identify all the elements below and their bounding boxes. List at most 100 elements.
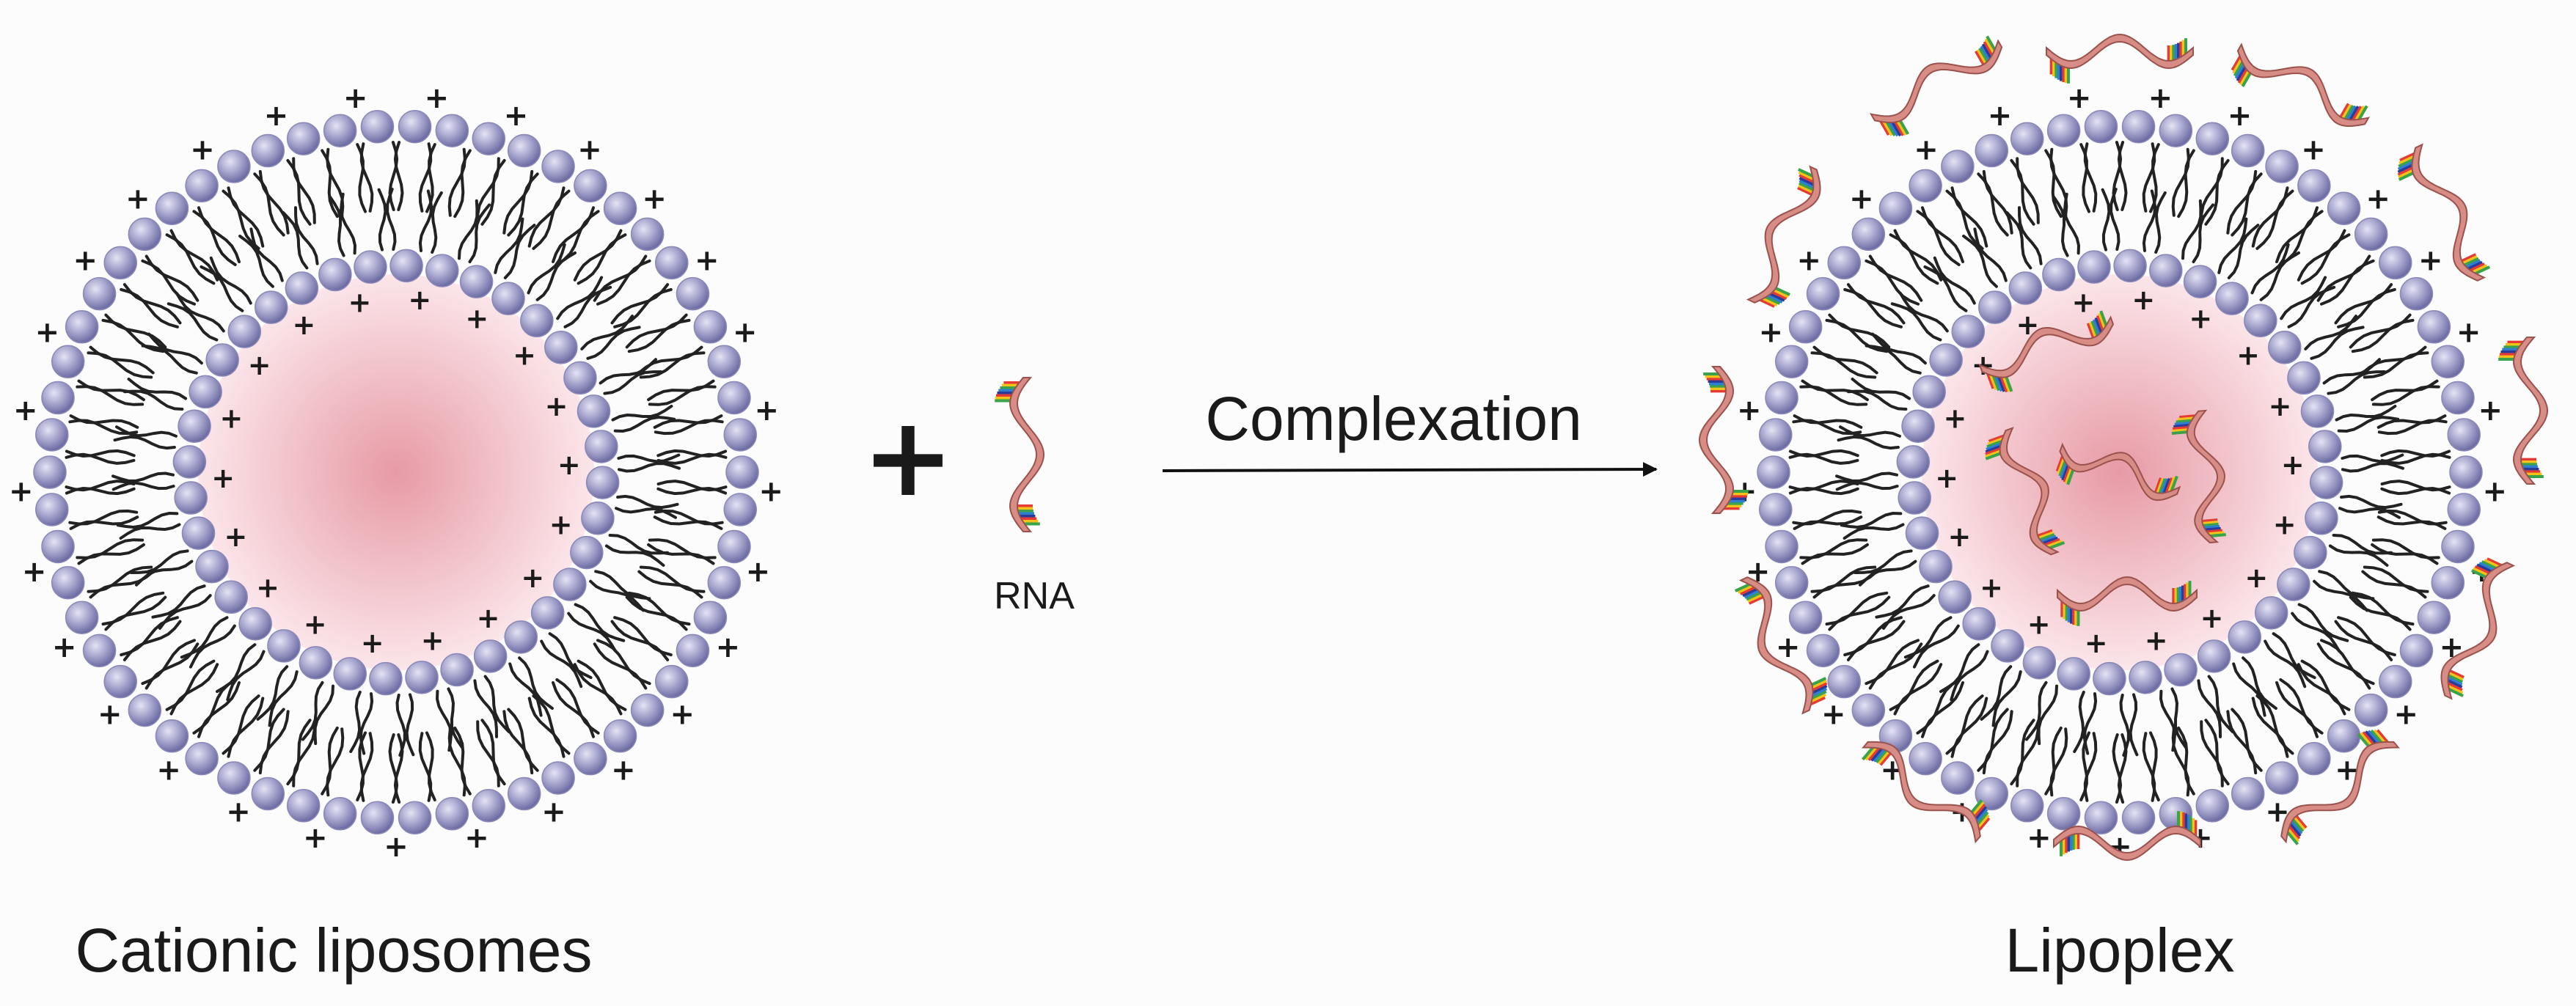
positive-charge: + (2148, 81, 2173, 115)
positive-charge: + (1943, 403, 1966, 435)
positive-charge: + (577, 133, 602, 166)
rna-strand-icon (2053, 811, 2201, 862)
positive-charge: + (219, 403, 243, 435)
positive-charge: + (73, 244, 98, 278)
lipid-heads (1757, 109, 2483, 835)
rna-strand-icon (2057, 576, 2198, 626)
positive-charge: + (1947, 521, 1971, 553)
cationic-liposomes-caption: Cationic liposomes (76, 916, 593, 985)
positive-charge: + (513, 339, 536, 372)
positive-charge: + (464, 821, 489, 855)
aqueous-core (198, 274, 594, 670)
positive-charge: + (190, 133, 215, 166)
positive-charge: + (211, 462, 235, 494)
positive-charge: + (2418, 244, 2443, 278)
positive-charge: + (35, 315, 60, 349)
positive-charge: + (758, 475, 783, 509)
positive-charge: + (156, 754, 181, 787)
positive-charge: + (9, 475, 34, 509)
positive-charge: + (2365, 182, 2390, 216)
charges: + + + + + + + + + + + + + + + + + + + + + + + + + + + + + + + + + + + + + + + +… (9, 81, 783, 864)
rna-strand-icon (1862, 741, 1991, 844)
positive-charge: + (670, 697, 695, 731)
complexation-label: Complexation (1205, 384, 1582, 453)
rna-strand-icon (2055, 442, 2181, 502)
positive-charge: + (1935, 462, 1958, 494)
positive-charge: + (98, 697, 122, 731)
positive-charge: + (343, 81, 368, 115)
positive-charge: + (2281, 449, 2305, 481)
rna-strand-icon (2440, 557, 2516, 700)
positive-charge: + (2269, 390, 2292, 422)
aqueous-core (1922, 274, 2318, 670)
positive-charge: + (52, 631, 77, 664)
rna-strand-icon (2046, 33, 2194, 84)
positive-charge: + (695, 244, 720, 278)
lipid-heads (33, 109, 759, 835)
positive-charge: + (2228, 99, 2253, 133)
rna-strand-icon (2231, 43, 2371, 127)
lipid-tails (65, 141, 728, 804)
positive-charge: + (361, 627, 384, 659)
lipoplex: ++++++++++++++++++++++++++++++++++++++++… (1698, 33, 2549, 864)
positive-charge: + (2085, 627, 2108, 659)
positive-charge: + (2067, 81, 2092, 115)
positive-charge: + (224, 521, 247, 553)
positive-charge: + (303, 821, 328, 855)
rna-strand-icon (2498, 337, 2549, 485)
positive-charge: + (264, 99, 289, 133)
positive-charge: + (2301, 133, 2326, 166)
rna-strand-icon (2397, 143, 2491, 282)
rna-strand-icon (995, 377, 1045, 532)
positive-charge: + (465, 302, 489, 334)
positive-charge: + (1980, 571, 2003, 603)
rna-strand-icon (1734, 576, 1828, 715)
positive-charge: + (408, 284, 431, 316)
positive-charge: + (421, 625, 444, 657)
positive-charge: + (304, 609, 327, 641)
arrow-right-icon (1162, 462, 1658, 477)
positive-charge: + (248, 349, 271, 381)
positive-charge: + (549, 508, 573, 540)
positive-charge: + (2244, 562, 2268, 594)
positive-charge: + (716, 631, 741, 664)
positive-charge: + (348, 286, 371, 318)
positive-charge: + (541, 796, 566, 829)
positive-charge: + (256, 571, 279, 603)
positive-charge: + (425, 81, 450, 115)
positive-charge: + (1776, 631, 1801, 664)
positive-charge: + (2393, 697, 2418, 731)
positive-charge: + (1759, 315, 1784, 349)
positive-charge: + (13, 394, 38, 427)
positive-charge: + (545, 390, 568, 422)
positive-charge: + (477, 602, 500, 634)
rna-strand-icon (1978, 310, 2115, 393)
rna-strand-icon (1746, 165, 1821, 308)
positive-charge: + (125, 182, 150, 216)
positive-charge: + (2200, 602, 2224, 634)
positive-charge: + (1796, 244, 1821, 278)
positive-charge: + (2273, 508, 2297, 540)
rna-strand-icon (2171, 409, 2226, 544)
positive-charge: + (2189, 302, 2212, 334)
positive-charge: + (2145, 625, 2168, 657)
positive-charge: + (754, 394, 779, 427)
cationic-liposome: + + + + + + + + + + + + + + + + + + + + + + + + + + + + + + + + + + + + + + + +… (9, 81, 783, 864)
positive-charge: + (746, 555, 771, 589)
positive-charge: + (611, 754, 636, 787)
positive-charge: + (2132, 284, 2155, 316)
positive-charge: + (504, 99, 529, 133)
rna-strand-icon (1698, 366, 1749, 514)
rna-strand-icon (1985, 426, 2065, 556)
positive-charge: + (1988, 99, 2013, 133)
lipoplex-caption: Lipoplex (2005, 916, 2235, 985)
positive-charge: + (1737, 394, 1762, 427)
positive-charge: + (642, 182, 667, 216)
positive-charge: + (2478, 394, 2503, 427)
plus-operator: + (862, 394, 954, 521)
positive-charge: + (1914, 133, 1939, 166)
rna-strand-icon (995, 377, 1045, 532)
positive-charge: + (2027, 821, 2052, 855)
lipid-tails (1788, 141, 2451, 804)
